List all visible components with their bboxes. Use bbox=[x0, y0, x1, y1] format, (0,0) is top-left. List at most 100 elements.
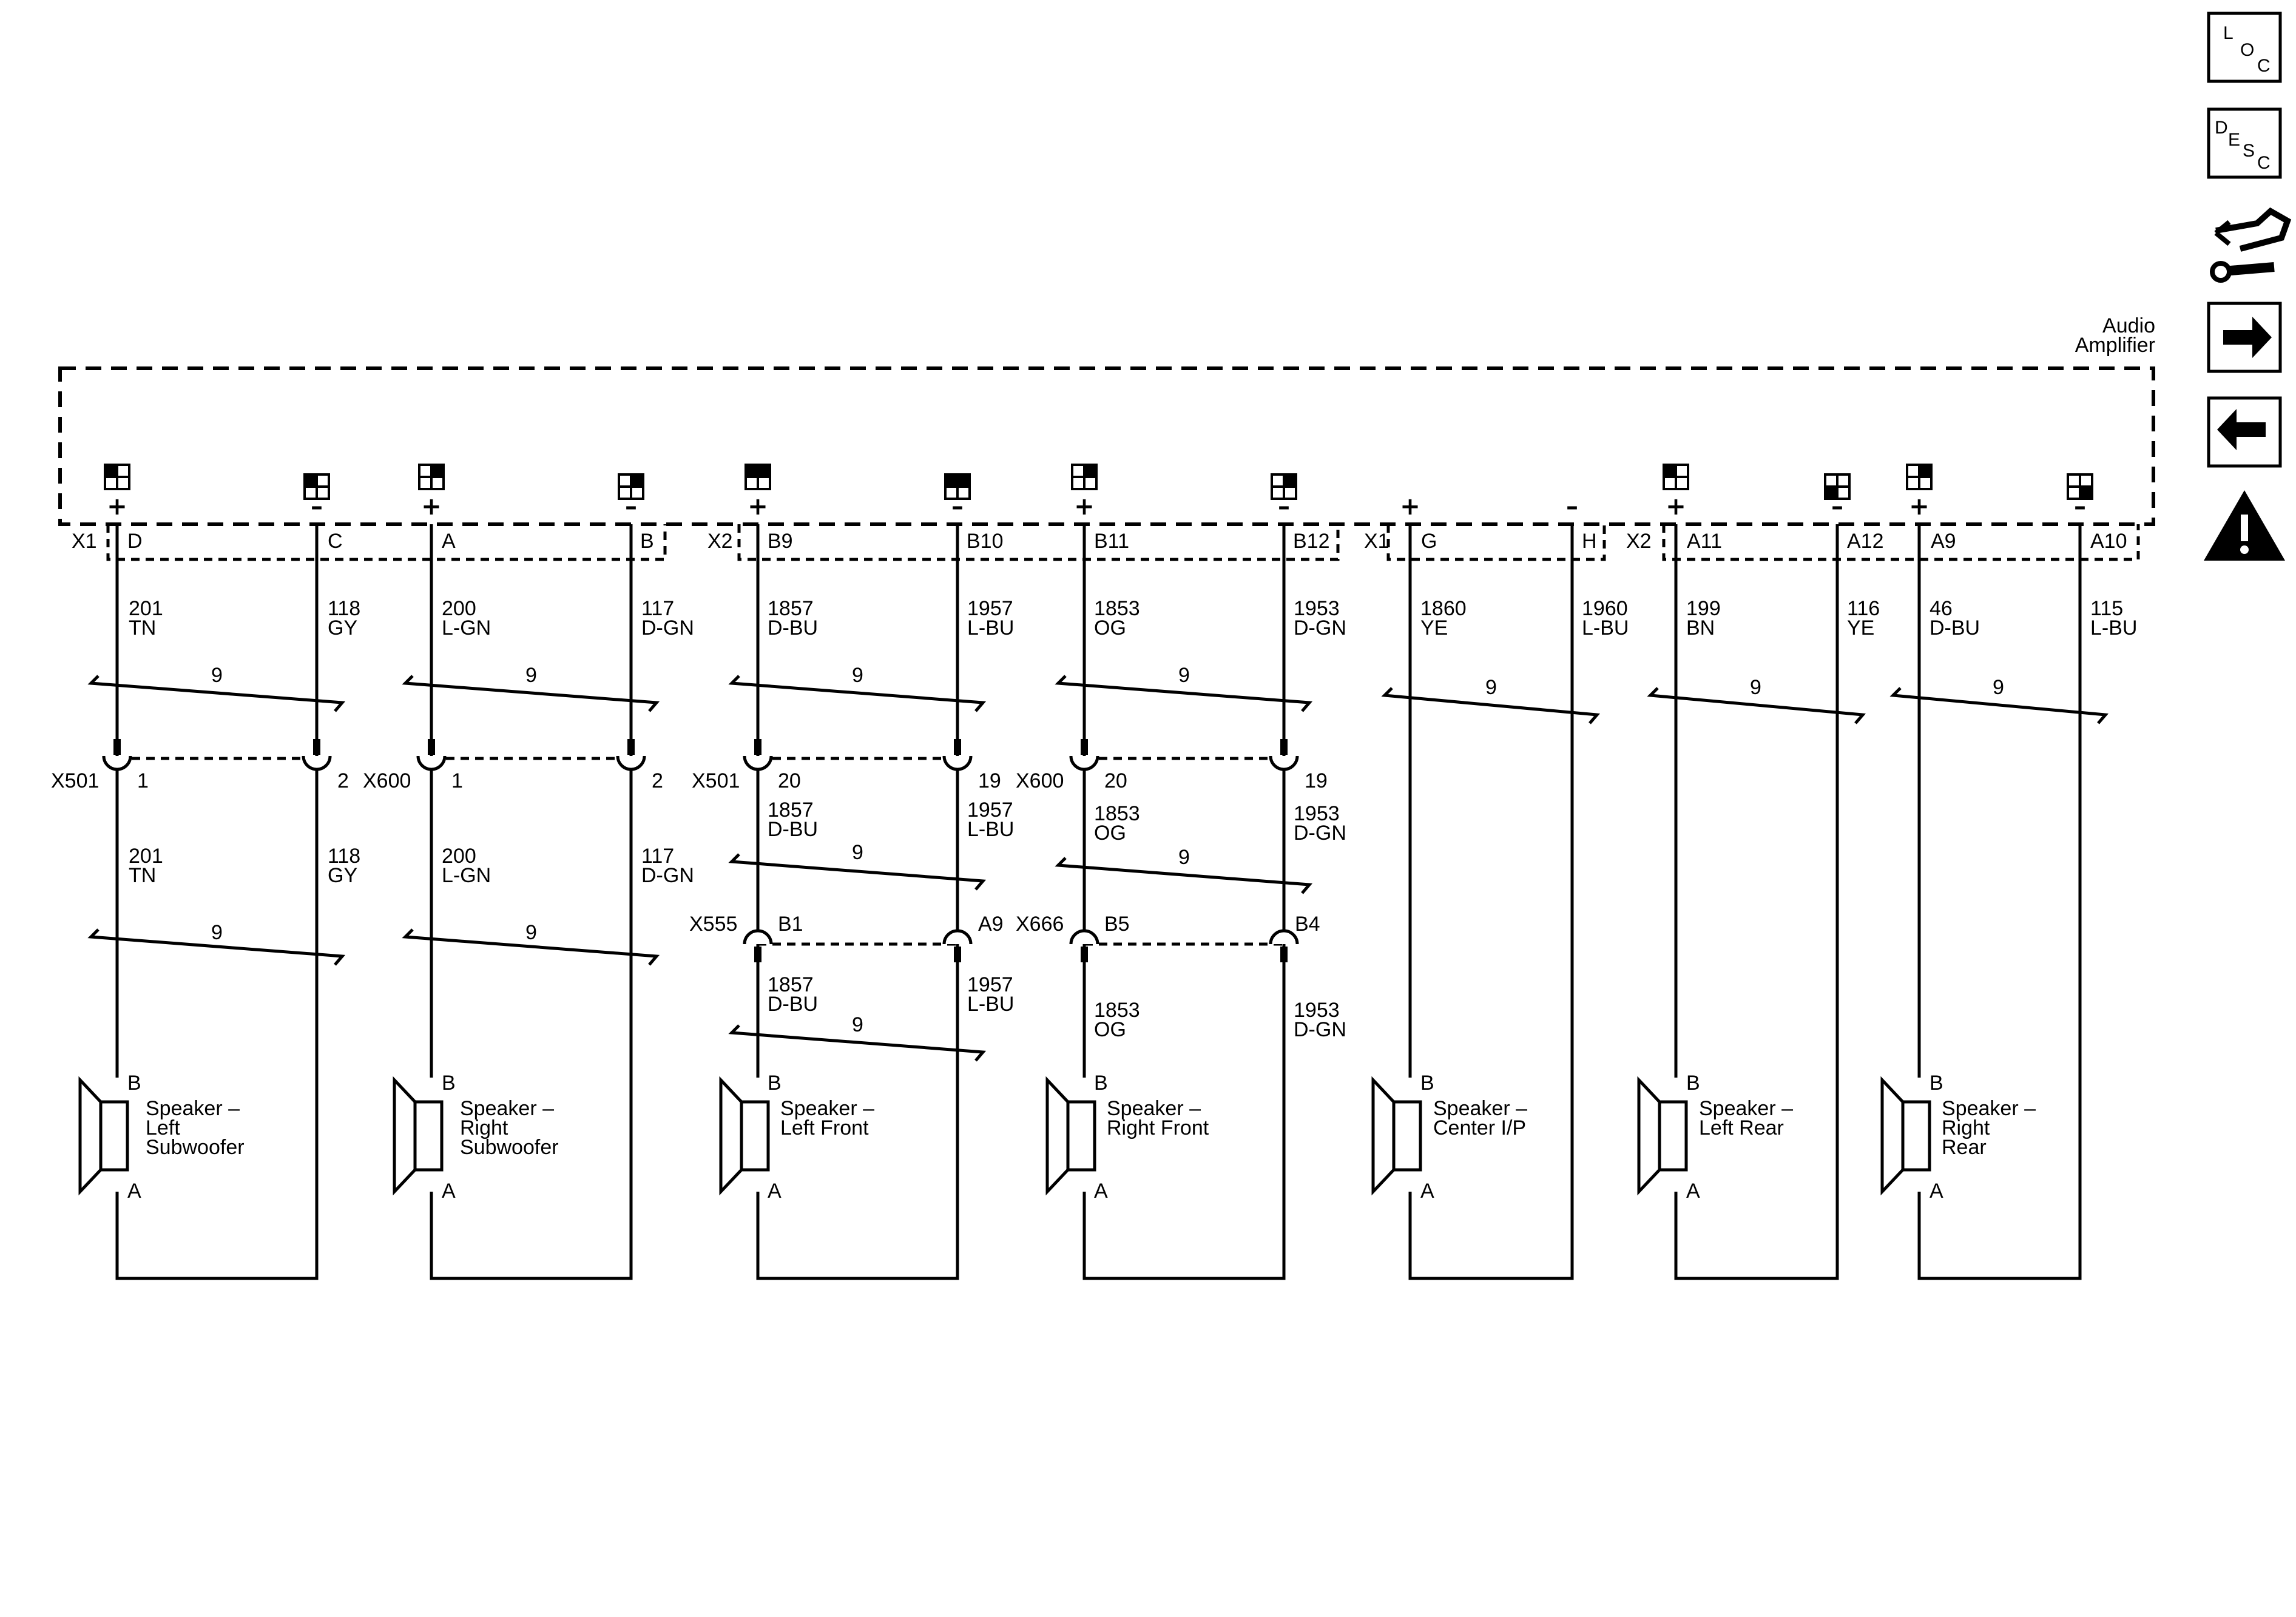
connector-x1-label: X1 bbox=[72, 530, 97, 553]
wire bbox=[1082, 524, 1286, 1280]
connector-socket bbox=[416, 755, 447, 771]
minus-sign: – bbox=[1566, 493, 1578, 521]
svg-text:E: E bbox=[2228, 130, 2240, 150]
circuit-number: 117 bbox=[641, 845, 674, 868]
connector-x2b-outline bbox=[1662, 524, 2140, 561]
twist-count: 9 bbox=[852, 1013, 863, 1036]
channel-symbol-icon bbox=[2067, 473, 2093, 500]
terminal-label: C bbox=[328, 530, 343, 553]
twist-count: 9 bbox=[1178, 846, 1190, 869]
speaker-name-line: Right bbox=[460, 1116, 508, 1139]
twist-count: 9 bbox=[1993, 676, 2004, 699]
speaker-icon bbox=[78, 1076, 129, 1196]
channel-symbol-icon bbox=[418, 464, 445, 490]
pin-stub bbox=[1081, 947, 1088, 962]
circuit-number: 200 bbox=[442, 845, 476, 868]
circuit-number: 1957 bbox=[967, 597, 1013, 620]
circuit-number: 201 bbox=[129, 597, 163, 620]
speaker-pin-labels: B A B A B A B A B A B A B A bbox=[127, 1072, 1943, 1203]
connector-groupings bbox=[106, 524, 2140, 561]
speaker-pin-b: B bbox=[1930, 1072, 1943, 1095]
circuit-number: 1857 bbox=[768, 973, 814, 996]
plus-sign: + bbox=[748, 493, 768, 521]
circuit-number: 1957 bbox=[967, 798, 1013, 822]
circuit-number: 1953 bbox=[1294, 597, 1340, 620]
speaker-icon bbox=[1880, 1076, 1931, 1196]
wire-color: D-BU bbox=[1930, 616, 1980, 640]
twist-count: 9 bbox=[1485, 676, 1497, 699]
speaker-pin-b: B bbox=[1094, 1072, 1108, 1095]
connector-pins bbox=[102, 755, 1299, 945]
pin-stub bbox=[428, 739, 435, 755]
circuit-number: 118 bbox=[328, 597, 360, 620]
speaker-pin-b: B bbox=[1686, 1072, 1700, 1095]
speaker-pin-b: B bbox=[768, 1072, 782, 1095]
svg-text:D: D bbox=[2215, 118, 2228, 138]
circuit-number: 199 bbox=[1686, 597, 1721, 620]
connector-socket bbox=[1269, 755, 1299, 771]
wire bbox=[1917, 524, 2082, 1280]
twist-count: 9 bbox=[525, 921, 537, 944]
speaker-icon bbox=[1371, 1076, 1422, 1196]
wire-color: D-GN bbox=[641, 616, 694, 640]
inline-connector-label: X555 bbox=[689, 913, 737, 936]
speaker-name-line: Speaker – bbox=[780, 1097, 874, 1120]
terminal-label: A9 bbox=[1931, 530, 1956, 553]
speaker-names: Speaker – Left Subwoofer Speaker – Right… bbox=[146, 1097, 2036, 1159]
description-icon[interactable]: D E S C bbox=[2207, 107, 2282, 179]
inline-pin-label: B1 bbox=[778, 913, 803, 936]
terminal-label: A10 bbox=[2090, 530, 2127, 553]
channel-symbol-icon bbox=[104, 464, 130, 490]
pin-stub bbox=[1081, 739, 1088, 755]
terminal-label: B bbox=[640, 530, 654, 553]
speaker-pin-a: A bbox=[1686, 1180, 1700, 1203]
speaker-pin-b: B bbox=[1420, 1072, 1434, 1095]
terminal-label: B9 bbox=[768, 530, 793, 553]
warning-icon[interactable] bbox=[2204, 490, 2285, 561]
circuit-number: 1853 bbox=[1094, 597, 1140, 620]
twist-count: 9 bbox=[211, 921, 223, 944]
wire-color: TN bbox=[129, 864, 156, 887]
inline-connector-label: X600 bbox=[363, 769, 411, 792]
wire-color: YE bbox=[1420, 616, 1448, 640]
terminal-label: B11 bbox=[1094, 530, 1129, 553]
terminal-label: B10 bbox=[967, 530, 1004, 553]
inline-pin-label: 1 bbox=[451, 769, 463, 792]
speaker-pin-a: A bbox=[1094, 1180, 1108, 1203]
twist-mark bbox=[402, 928, 660, 966]
wire-color: D-GN bbox=[1294, 822, 1346, 845]
wire-color: OG bbox=[1094, 822, 1126, 845]
inline-pin-label: B5 bbox=[1104, 913, 1130, 936]
channel-symbol-icon bbox=[1824, 473, 1851, 500]
speaker-pin-a: A bbox=[768, 1180, 782, 1203]
speaker-name-line: Left Rear bbox=[1699, 1116, 1784, 1139]
twist-count: 9 bbox=[1178, 664, 1190, 687]
location-icon[interactable]: L O C bbox=[2207, 12, 2282, 83]
connector-socket bbox=[942, 929, 973, 945]
connector-x2b-label: X2 bbox=[1626, 530, 1652, 553]
plus-sign: + bbox=[1666, 493, 1686, 521]
wire-color: L-BU bbox=[967, 993, 1014, 1016]
connector-socket bbox=[616, 755, 646, 771]
circuit-number: 118 bbox=[328, 845, 360, 868]
pin-stub bbox=[754, 739, 761, 755]
circuit-number: 1857 bbox=[768, 798, 814, 822]
connector-socket bbox=[1069, 755, 1099, 771]
twist-mark bbox=[1647, 687, 1866, 724]
circuit-number: 116 bbox=[1847, 597, 1880, 620]
inline-pin-label: B4 bbox=[1295, 913, 1320, 936]
circuit-number: 117 bbox=[641, 597, 674, 620]
pin-stub bbox=[627, 739, 635, 755]
previous-arrow-icon[interactable] bbox=[2207, 396, 2282, 468]
twist-mark bbox=[402, 675, 660, 712]
speaker-name-line: Right bbox=[1942, 1116, 1990, 1139]
pin-stub bbox=[113, 739, 121, 755]
pin-stub bbox=[754, 947, 761, 962]
inline-pin-label: 1 bbox=[137, 769, 149, 792]
twist-count: 9 bbox=[525, 664, 537, 687]
connector-socket bbox=[302, 755, 332, 771]
next-arrow-icon[interactable] bbox=[2207, 302, 2282, 373]
connector-repair-icon[interactable] bbox=[2210, 207, 2292, 283]
terminal-label: G bbox=[1421, 530, 1437, 553]
